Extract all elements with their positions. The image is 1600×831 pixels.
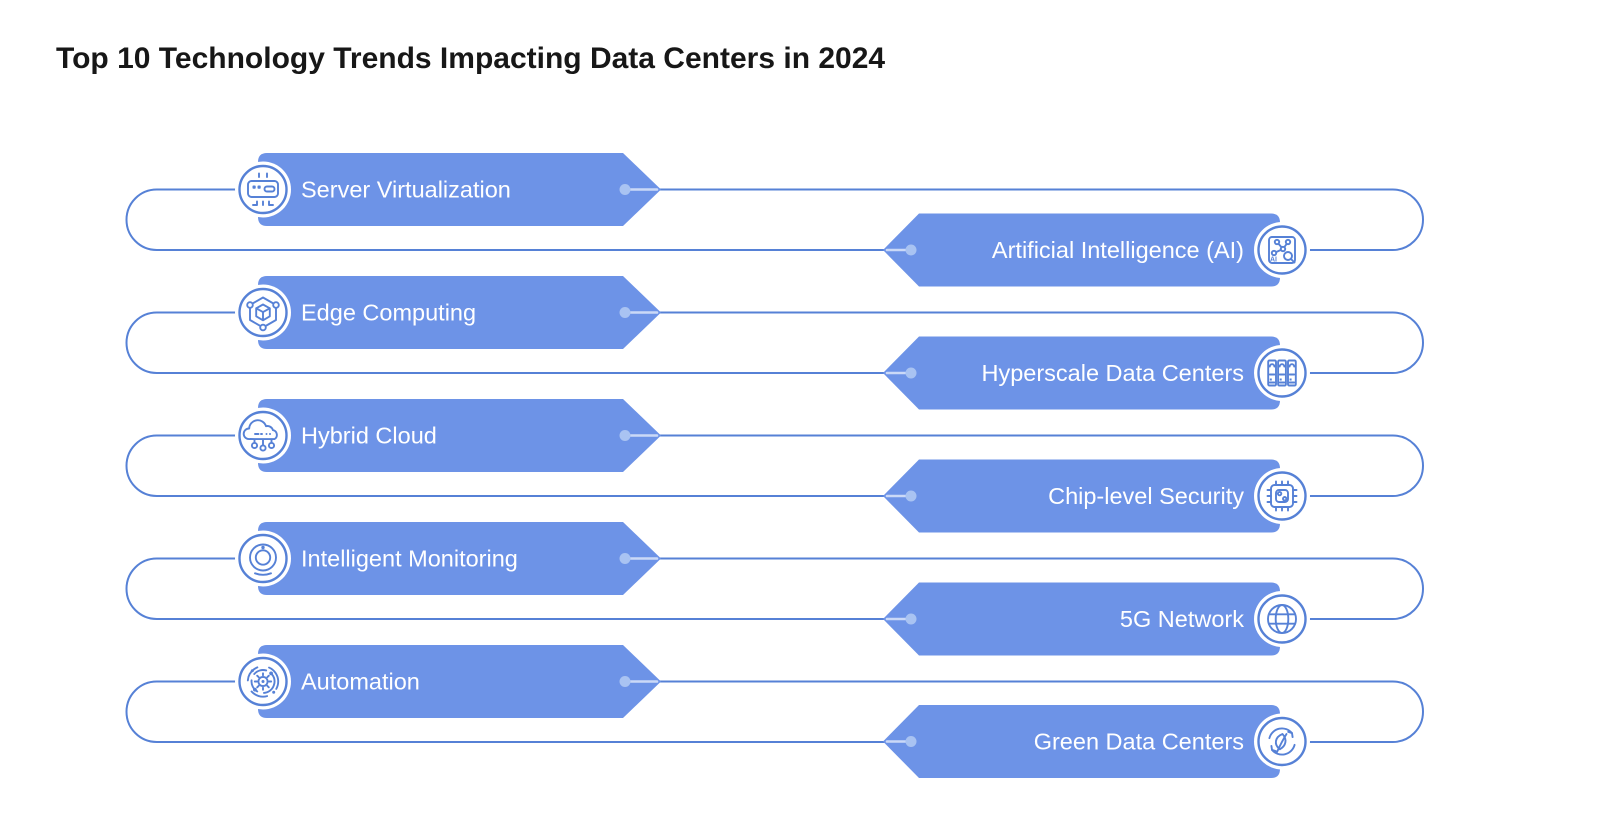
connector-node-dot [905, 736, 917, 747]
green-data-centers-icon [1268, 727, 1296, 756]
icon-badge-ring [238, 533, 288, 584]
trend-banner [258, 399, 661, 472]
trend-label: Artificial Intelligence (AI) [992, 237, 1244, 263]
trend-row-green-data-centers: Green Data Centers [883, 705, 1310, 778]
trend-banner [883, 582, 1280, 656]
connector-node-dot [905, 244, 917, 256]
connector-node-dot [619, 553, 631, 564]
trend-label: Hyperscale Data Centers [981, 360, 1244, 386]
trend-label: Intelligent Monitoring [301, 546, 518, 572]
trend-row-hybrid-cloud: Hybrid Cloud [235, 399, 661, 472]
svg-text:AI: AI [1270, 257, 1277, 264]
trend-label: 5G Network [1120, 606, 1244, 632]
intelligent-monitoring-icon [249, 543, 277, 576]
trend-banner [883, 459, 1280, 533]
trend-banner [258, 522, 661, 595]
trend-label: Chip-level Security [1048, 483, 1244, 509]
trend-banner [258, 153, 661, 226]
page-title: Top 10 Technology Trends Impacting Data … [56, 42, 885, 75]
trend-row-intelligent-monitoring: Intelligent Monitoring [235, 522, 661, 595]
trend-label: Server Virtualization [301, 177, 511, 203]
chip-level-security-icon [1266, 480, 1298, 512]
icon-badge-ring [1257, 594, 1307, 644]
trend-row-5g-network: 5G Network [883, 582, 1310, 656]
icon-badge-ring [238, 164, 288, 215]
trend-row-hyperscale-data-centers: Hyperscale Data Centers [883, 336, 1310, 410]
trend-banner [258, 645, 661, 718]
connector-loop [125, 557, 1424, 620]
icon-badge-ring [1257, 348, 1307, 398]
connector-node-dot [905, 613, 917, 625]
icon-badge-ring [238, 410, 288, 461]
connector-node-dot [619, 430, 631, 441]
trend-row-server-virtualization: Server Virtualization [235, 153, 661, 226]
trend-row-edge-computing: Edge Computing [235, 276, 661, 349]
connector-node-dot [905, 367, 917, 379]
connector-loops [125, 188, 1424, 743]
artificial-intelligence-icon: AI [1268, 236, 1296, 264]
connector-node-dot [905, 490, 917, 502]
5g-network-icon [1267, 604, 1297, 634]
hyperscale-data-centers-icon [1267, 359, 1297, 387]
connector-node-dot [619, 307, 631, 318]
connector-node-dot [619, 676, 631, 687]
trend-label: Green Data Centers [1034, 729, 1244, 755]
trend-row-automation: Automation [235, 645, 661, 718]
trend-banner [883, 705, 1280, 778]
hybrid-cloud-icon [242, 419, 278, 452]
trend-label: Edge Computing [301, 300, 476, 326]
connector-loop [125, 434, 1424, 497]
connector-loop [125, 680, 1424, 743]
edge-computing-icon [246, 296, 280, 332]
automation-icon [246, 665, 280, 698]
icon-badge-ring [1257, 471, 1307, 521]
trend-row-chip-level-security: Chip-level Security [883, 459, 1310, 533]
trend-banner [258, 276, 661, 349]
server-virtualization-icon [247, 172, 279, 206]
trend-banner [883, 213, 1280, 287]
trend-banner [883, 336, 1280, 410]
connector-node-dot [619, 184, 631, 195]
trend-label: Automation [301, 669, 420, 695]
trend-label: Hybrid Cloud [301, 423, 437, 449]
connector-loop [125, 311, 1424, 374]
trend-row-artificial-intelligence: AI Artificial Intelligence (AI) [883, 213, 1310, 287]
connector-loop [125, 188, 1424, 251]
